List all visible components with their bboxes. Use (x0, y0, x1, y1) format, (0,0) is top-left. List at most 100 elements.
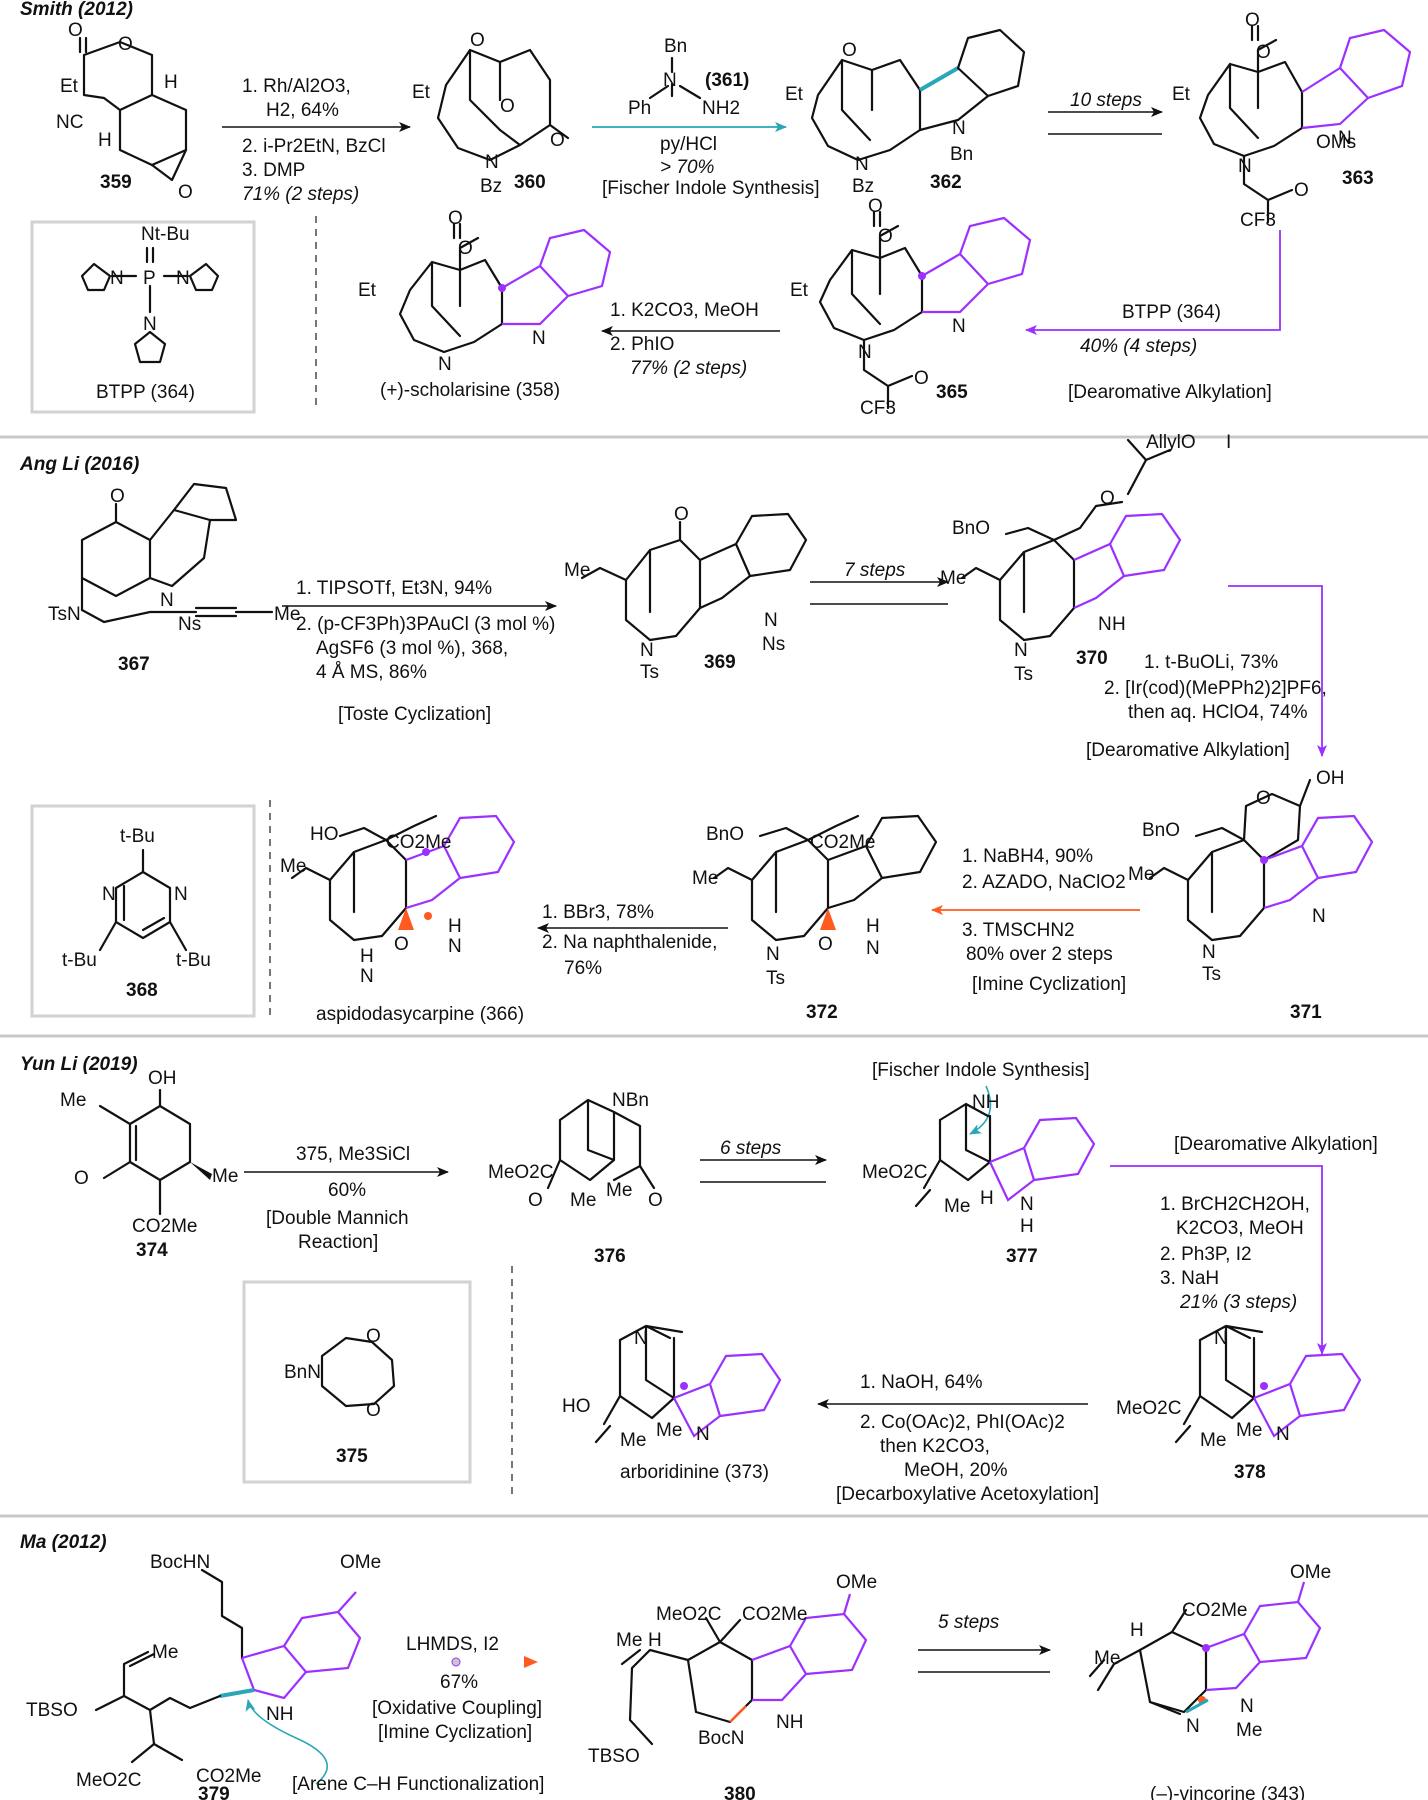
section-yun-li: Yun Li (2019) OH Me O Me CO2Me 374 375, … (20, 1054, 1378, 1505)
label-359: 359 (100, 172, 132, 193)
svg-text:3. NaH: 3. NaH (1160, 1268, 1219, 1289)
svg-text:67%: 67% (440, 1672, 478, 1693)
svg-text:1. K2CO3, MeOH: 1. K2CO3, MeOH (610, 300, 759, 321)
atom-ome: OMe (836, 1572, 877, 1593)
compound-379: BocHN OMe Me TBSO NH MeO2C CO2Me 379 (26, 1552, 381, 1800)
compound-360: O O O Et N Bz 360 (412, 30, 570, 197)
atom-nh: NH (266, 1704, 293, 1725)
atom-o: O (528, 1190, 543, 1211)
atom-me: Me (570, 1190, 596, 1211)
atom-n: N (764, 610, 778, 631)
label-368: 368 (126, 980, 158, 1001)
conditions-mannich: 375, Me3SiCl 60% [Double Mannich Reactio… (266, 1144, 410, 1253)
atom-allylo: AllylO (1146, 432, 1196, 453)
atom-et: Et (790, 280, 809, 301)
atom-ntbu: Nt-Bu (141, 224, 190, 245)
section-header-yun-li: Yun Li (2019) (20, 1054, 138, 1075)
atom-meo2c: MeO2C (862, 1162, 927, 1183)
atom-o: O (1256, 788, 1271, 809)
atom-o: O (458, 238, 473, 259)
compound-372: BnO CO2Me Me O N H N Ts 372 (692, 814, 938, 1023)
label-361: (361) (705, 70, 749, 91)
atom-et: Et (1172, 84, 1191, 105)
atom-bochn: BocHN (150, 1552, 210, 1573)
arrow-377-to-378 (1110, 1165, 1327, 1355)
atom-n: N (102, 884, 116, 905)
svg-text:3. TMSCHN2: 3. TMSCHN2 (962, 920, 1075, 941)
atom-o: O (118, 34, 133, 55)
compound-343: CO2Me OMe H Me N N Me (–)-vincorine (343… (1088, 1562, 1331, 1800)
conditions-step-toste: 1. TIPSOTf, Et3N, 94% 2. (p-CF3Ph)3PAuCl… (296, 578, 555, 725)
atom-nh: NH (972, 1092, 999, 1113)
atom-o: O (74, 1168, 89, 1189)
atom-n: N (1338, 128, 1352, 149)
atom-n: N (866, 938, 880, 959)
atom-bno: BnO (952, 518, 990, 539)
box-frame (30, 220, 256, 414)
atom-meo2c: MeO2C (76, 1770, 141, 1791)
svg-text:then aq. HClO4, 74%: then aq. HClO4, 74% (1128, 702, 1308, 723)
atom-i: I (1226, 432, 1231, 453)
compound-362: O Et N Bz N Bn 362 (785, 28, 1026, 197)
atom-meo2c: MeO2C (656, 1604, 721, 1625)
atom-o: O (914, 368, 929, 389)
compound-366: HO CO2Me Me O N H N H aspidodasycarpine … (280, 814, 524, 1025)
svg-text:1. NaOH, 64%: 1. NaOH, 64% (860, 1372, 983, 1393)
atom-oh: OH (1316, 768, 1345, 789)
atom-ho: HO (562, 1396, 591, 1417)
atom-n: N (1312, 906, 1326, 927)
atom-h: H (648, 1630, 662, 1651)
atom-tbu: t-Bu (120, 826, 155, 847)
label-btpp: BTPP (364) (96, 382, 195, 403)
conditions-7-steps: 7 steps (844, 560, 906, 581)
compound-376: NBn MeO2C O Me Me O 376 (488, 1090, 663, 1267)
svg-text:2. Co(OAc)2, PhI(OAc)2: 2. Co(OAc)2, PhI(OAc)2 (860, 1412, 1065, 1433)
compound-369: O Me N Ts N Ns 369 (564, 504, 808, 683)
atom-me: Me (60, 1090, 86, 1111)
svg-text:2. AZADO, NaClO2: 2. AZADO, NaClO2 (962, 872, 1126, 893)
atom-n: N (858, 342, 872, 363)
atom-o: O (500, 96, 515, 117)
atom-h: H (448, 916, 462, 937)
conditions-step-yun-dearom: [Dearomative Alkylation] 1. BrCH2CH2OH, … (1160, 1134, 1378, 1313)
svg-text:> 70%: > 70% (660, 157, 715, 178)
svg-text:1. NaBH4, 90%: 1. NaBH4, 90% (962, 846, 1093, 867)
label-366: aspidodasycarpine (366) (316, 1004, 524, 1025)
svg-text:Reaction]: Reaction] (298, 1232, 378, 1253)
atom-h: H (360, 946, 374, 967)
svg-text:3. DMP: 3. DMP (242, 160, 305, 181)
compound-374: OH Me O Me CO2Me 374 (60, 1068, 238, 1261)
label-374: 374 (136, 1240, 168, 1261)
atom-h: H (1112, 614, 1126, 635)
atom-et: Et (358, 280, 377, 301)
atom-n: N (1238, 156, 1252, 177)
section-ang-li: Ang Li (2016) O N Ns TsN Me 367 1. TIPSO… (19, 432, 1374, 1025)
atom-h: H (980, 1188, 994, 1209)
atom-ts: Ts (1202, 964, 1221, 985)
compound-370: AllylO I BnO O Me N Ts N H 370 (940, 432, 1231, 685)
atom-me: Me (656, 1420, 682, 1441)
svg-text:[Imine Cyclization]: [Imine Cyclization] (972, 974, 1126, 995)
atom-h: H (164, 72, 178, 93)
svg-text:80% over 2 steps: 80% over 2 steps (966, 944, 1113, 965)
atom-ome: OMe (1290, 1562, 1331, 1583)
atom-bno: BnO (1142, 820, 1180, 841)
atom-n: N (1240, 1696, 1254, 1717)
atom-bnn: BnN (284, 1362, 321, 1383)
svg-text:BTPP (364): BTPP (364) (1122, 302, 1221, 323)
atom-p: P (143, 268, 156, 289)
atom-n: N (1014, 640, 1028, 661)
atom-n: N (696, 1424, 710, 1445)
atom-n: N (1020, 1194, 1034, 1215)
reagent-box-btpp: Nt-Bu P N N N BTPP (364) (30, 220, 256, 414)
atom-me: Me (1200, 1430, 1226, 1451)
section-ma: Ma (2012) BocHN OMe Me TBSO NH MeO2C CO2… (20, 1532, 1331, 1800)
atom-o: O (1294, 180, 1309, 201)
atom-co2me: CO2Me (386, 832, 451, 853)
reagent-361: Bn N Ph NH2 (361) (628, 36, 749, 119)
atom-n: N (855, 154, 869, 175)
atom-me: Me (564, 560, 590, 581)
atom-ts: Ts (1014, 664, 1033, 685)
atom-n: N (952, 316, 966, 337)
